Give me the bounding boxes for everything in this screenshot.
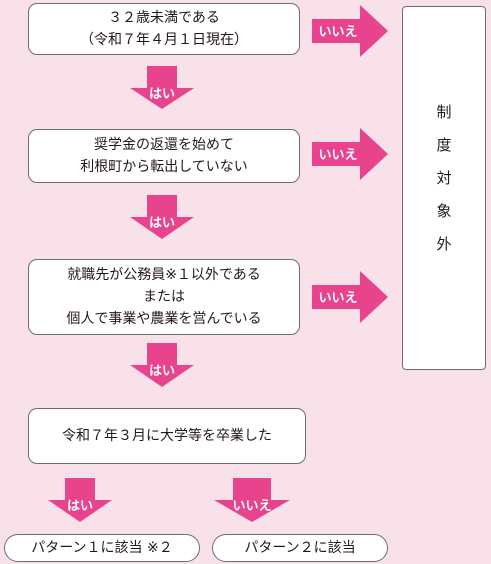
yes-arrow-1: はい [130,66,194,109]
no-arrow-2-label: いいえ [318,148,357,163]
question-age-line1: ３２歳未満である [108,10,220,26]
question-age-line2: （令和７年４月１日現在） [80,32,248,48]
question-employment-line1: 就職先が公務員※１以外である [67,267,261,283]
result-pattern-1: パターン１に該当 ※２ [4,534,200,562]
not-eligible-char-5: 外 [436,235,452,253]
not-eligible-char-4: 象 [436,202,452,220]
question-graduation-box: 令和７年３月に大学等を卒業した [28,408,306,464]
question-repayment-line2: 利根町から転出していない [80,159,248,175]
no-arrow-4-label: いいえ [232,499,271,514]
question-employment-line2: または [143,289,185,305]
yes-arrow-3-label: はい [149,364,175,379]
yes-arrow-4-label: はい [67,499,93,514]
no-arrow-4: いいえ [214,478,290,522]
question-repayment-line1: 奨学金の返還を始めて [94,137,234,153]
question-employment-line3: 個人で事業や農業を営んでいる [66,311,262,327]
question-graduation-line1: 令和７年３月に大学等を卒業した [62,428,272,444]
result-pattern-1-label: パターン１に該当 ※２ [31,540,173,556]
yes-arrow-1-label: はい [149,87,175,102]
question-age-box: ３２歳未満である （令和７年４月１日現在） [28,3,300,55]
yes-arrow-4: はい [48,478,112,522]
no-arrow-3: いいえ [312,271,388,323]
no-arrow-3-label: いいえ [318,291,357,306]
no-arrow-1: いいえ [312,5,388,57]
yes-arrow-2-label: はい [149,216,175,231]
not-eligible-char-3: 対 [436,169,452,187]
not-eligible-char-1: 制 [436,103,452,121]
question-employment-box: 就職先が公務員※１以外である または 個人で事業や農業を営んでいる [28,259,300,335]
not-eligible-box: 制 度 対 象 外 [402,6,486,370]
no-arrow-1-label: いいえ [318,25,357,40]
yes-arrow-2: はい [130,195,194,239]
no-arrow-2: いいえ [312,128,388,180]
not-eligible-char-2: 度 [436,136,452,154]
question-repayment-box: 奨学金の返還を始めて 利根町から転出していない [28,129,300,183]
yes-arrow-3: はい [130,343,194,387]
result-pattern-2-label: パターン２に該当 [244,540,356,556]
result-pattern-2: パターン２に該当 [212,534,388,562]
